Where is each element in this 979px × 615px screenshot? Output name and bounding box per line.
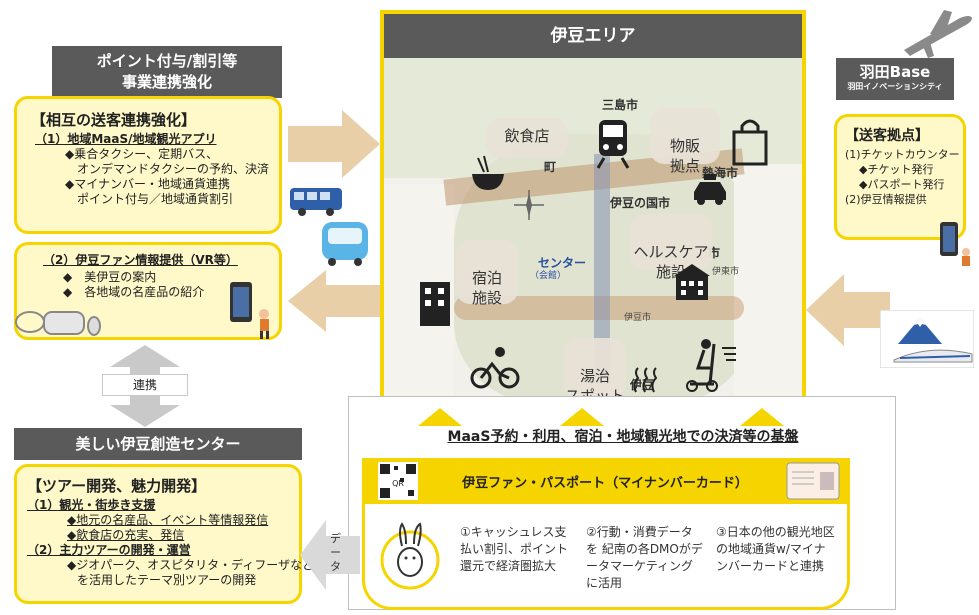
left-header: ポイント付与/割引等 事業連携強化: [52, 46, 282, 98]
izu-area-map: 伊豆エリア 三島市 伊豆の国市 熱海市 伊東市 町 センター （会館） 市 伊豆…: [380, 10, 806, 402]
foundation-pointer-1: [418, 408, 462, 426]
box1-bullet-3: ◆マイナンバー・地域通貨連携: [65, 177, 230, 191]
haneda-item-2: ◆チケット発行: [859, 163, 934, 176]
link-label: 連携: [102, 374, 188, 396]
place-label-izu-city: 伊豆市: [624, 313, 652, 323]
box2-bullet-2: ◆ 各地域の名産品の紹介: [63, 285, 205, 299]
place-label-ito: 伊東市: [712, 267, 740, 277]
box2-bullet-1: ◆ 美伊豆の案内: [63, 270, 157, 284]
place-label-izunokuni: 伊豆の国市: [610, 196, 671, 210]
qr-code-icon: QR: [378, 462, 418, 500]
box1-bullet-1: ◆乗合タクシー、定期バス、: [65, 147, 219, 161]
airplane-icon: [904, 10, 972, 58]
haneda-subtitle: 羽田イノベーションシティ: [847, 82, 943, 91]
mutual-referral-box: 【相互の送客連携強化】 （1）地域MaaS/地域観光アプリ ◆乗合タクシー、定期…: [14, 96, 282, 234]
passport-benefits-box: [362, 504, 850, 610]
bubble-lodging-label: 宿泊 施設: [471, 269, 502, 307]
box1-heading: 【相互の送客連携強化】: [31, 111, 197, 129]
map-rail-line: [594, 154, 610, 384]
vr-goggles-icon: [15, 311, 101, 336]
center-sub1: （1）観光・街歩き支援: [27, 498, 156, 512]
bubble-onsen: 湯治 スポット: [564, 338, 626, 398]
bicycle-icon: [470, 347, 520, 389]
hospital-icon: [674, 264, 710, 300]
data-label: データ: [330, 532, 341, 573]
box1-bullet-4: ポイント付与／地域通貨割引: [77, 192, 234, 206]
place-label-mishima: 三島市: [602, 98, 639, 112]
passport-title: 伊豆ファン・パスポート（マイナンバーカード）: [462, 476, 748, 491]
arrow-from-izu: [288, 270, 380, 332]
haneda-header: 羽田Base 羽田イノベーションシティ: [836, 58, 954, 100]
data-arrow: [300, 520, 360, 590]
haneda-item-4: (2)伊豆情報提供: [845, 193, 927, 206]
foundation-pointer-3: [740, 408, 784, 426]
scooter-icon: [686, 339, 736, 392]
center-heading: 【ツアー開発、魅力開発】: [27, 477, 207, 495]
center-item2-2: を活用したテーマ別ツアーの開発: [77, 573, 257, 587]
bubble-shop: 物販 拠点: [650, 108, 720, 175]
box2-sub: （2）伊豆ファン情報提供（VR等）: [43, 253, 238, 267]
hotel-building-icon: [420, 282, 450, 326]
benefit-column-1: ①キャッシュレス支払い割引、ポイント還元で経済圏拡大: [460, 525, 569, 573]
bubble-restaurant: 飲食店: [486, 118, 568, 158]
place-label-center: センター: [538, 256, 587, 270]
left-header-line2: 事業連携強化: [121, 73, 212, 91]
shopping-bag-icon: [732, 119, 768, 166]
center-sub2: （2）主力ツアーの開発・運営: [27, 543, 191, 557]
smartphone-user-icon-right: [940, 222, 970, 266]
arrow-to-izu: [288, 110, 380, 178]
tour-development-box: 【ツアー開発、魅力開発】 （1）観光・街歩き支援 ◆地元の名産品、イベント等情報…: [14, 464, 315, 604]
compass-icon: [514, 190, 544, 220]
smartphone-user-icon: [230, 282, 269, 339]
mount-fuji-train-icon: [880, 310, 974, 368]
passport-title-bar: [362, 458, 850, 504]
haneda-heading: 【送客拠点】: [845, 128, 929, 144]
haneda-item-1: (1)チケットカウンター: [845, 148, 960, 161]
foundation-pointer-2: [560, 408, 604, 426]
bubble-shop-label: 物販 拠点: [669, 137, 700, 175]
svg-text:QR: QR: [392, 479, 404, 488]
center-item1-2: ◆飲食店の充実、発信: [67, 528, 185, 542]
box1-sub: （1）地域MaaS/地域観光アプリ: [35, 132, 217, 146]
benefit-column-3: ③日本の他の観光地区の地域通貨w/マイナンバーカードと連携: [716, 525, 835, 573]
autonomous-shuttle-icon: [322, 222, 368, 266]
center-header: 美しい伊豆創造センター: [14, 428, 302, 460]
arrow-from-haneda: [806, 274, 890, 346]
hot-spring-icon: [633, 367, 658, 393]
map-sea-east: [734, 164, 802, 398]
ramen-bowl-icon: [472, 155, 504, 190]
izu-title: 伊豆エリア: [384, 14, 802, 58]
place-label-hall: （会館）: [530, 271, 567, 281]
bus-icon: [290, 188, 342, 216]
bubble-restaurant-label: 飲食店: [504, 127, 550, 145]
mynumber-card-icon: [786, 462, 840, 500]
foundation-label: MaaS予約・利用、宿泊・地域観光地での決済等の基盤: [447, 429, 799, 445]
taxi-icon: [694, 174, 726, 205]
haneda-title: 羽田Base: [859, 63, 931, 81]
dispatch-base-box: 【送客拠点】 (1)チケットカウンター ◆チケット発行 ◆パスポート発行 (2)…: [834, 114, 966, 240]
center-item2-1: ◆ジオパーク、オスピタリタ・ディフーザなど: [67, 558, 315, 572]
rabbit-mascot-icon: [380, 522, 440, 590]
haneda-item-3: ◆パスポート発行: [859, 178, 945, 191]
center-item1-1: ◆地元の名産品、イベント等情報発信: [67, 513, 269, 527]
bubble-lodging: 宿泊 施設: [456, 240, 518, 307]
benefit-column-2: ②行動・消費データを 紀南の各DMOがデータマーケティングに活用: [586, 525, 703, 590]
box1-bullet-2: オンデマンドタクシーの予約、決済: [77, 162, 270, 176]
tram-icon: [596, 120, 630, 169]
left-header-line1: ポイント付与/割引等: [96, 52, 238, 70]
bubble-onsen-label: 湯治 スポット: [564, 367, 625, 402]
place-label-town: 町: [544, 160, 557, 174]
